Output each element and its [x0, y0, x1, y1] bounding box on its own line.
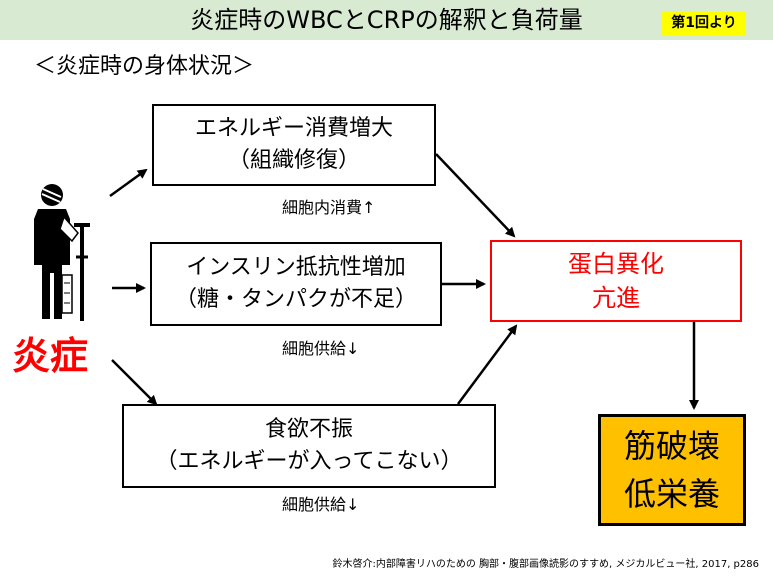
- arrow-inflammation-to-appetite: [111, 359, 158, 406]
- arrow-appetite-to-protein: [456, 324, 518, 405]
- node-insulin-resistance: インスリン抵抗性増加 （糖・タンパクが不足）: [150, 242, 442, 326]
- node-energy-line2: （組織修復）: [227, 148, 360, 173]
- node-protein-line2: 亢進: [592, 284, 640, 312]
- node-muscle-line2: 低栄養: [623, 475, 720, 513]
- injured-person-icon: [34, 184, 90, 321]
- node-insulin-line2: （糖・タンパクが不足）: [174, 287, 417, 312]
- node-energy-consumption: エネルギー消費増大 （組織修復）: [152, 104, 436, 186]
- note-energy: 細胞内消費↑: [282, 198, 376, 217]
- inflammation-label: 炎症: [12, 334, 89, 378]
- citation: 鈴木啓介:内部障害リハのための 胸部・腹部画像読影のすすめ, メジカルビュー社,…: [332, 559, 759, 570]
- arrow-inflammation-to-energy: [109, 168, 148, 198]
- node-appetite-line2: （エネルギーが入ってこない）: [155, 449, 463, 474]
- arrow-energy-to-protein: [435, 153, 516, 238]
- page-title: 炎症時のWBCとCRPの解釈と負荷量: [190, 6, 583, 34]
- section-heading: ＜炎症時の身体状況＞: [34, 54, 255, 79]
- node-anorexia: 食欲不振 （エネルギーが入ってこない）: [122, 404, 496, 488]
- node-muscle-line1: 筋破壊: [623, 427, 720, 465]
- node-muscle-breakdown: 筋破壊 低栄養: [598, 414, 746, 526]
- node-protein-line1: 蛋白異化: [568, 250, 664, 278]
- note-insulin: 細胞供給↓: [282, 339, 360, 358]
- note-appetite: 細胞供給↓: [282, 495, 360, 514]
- node-appetite-line1: 食欲不振: [264, 417, 353, 442]
- node-insulin-line1: インスリン抵抗性増加: [186, 255, 406, 280]
- title-bar: [0, 0, 773, 40]
- node-protein-catabolism: 蛋白異化 亢進: [490, 240, 742, 322]
- node-energy-line1: エネルギー消費増大: [194, 116, 393, 141]
- session-badge: 第1回より: [662, 11, 746, 35]
